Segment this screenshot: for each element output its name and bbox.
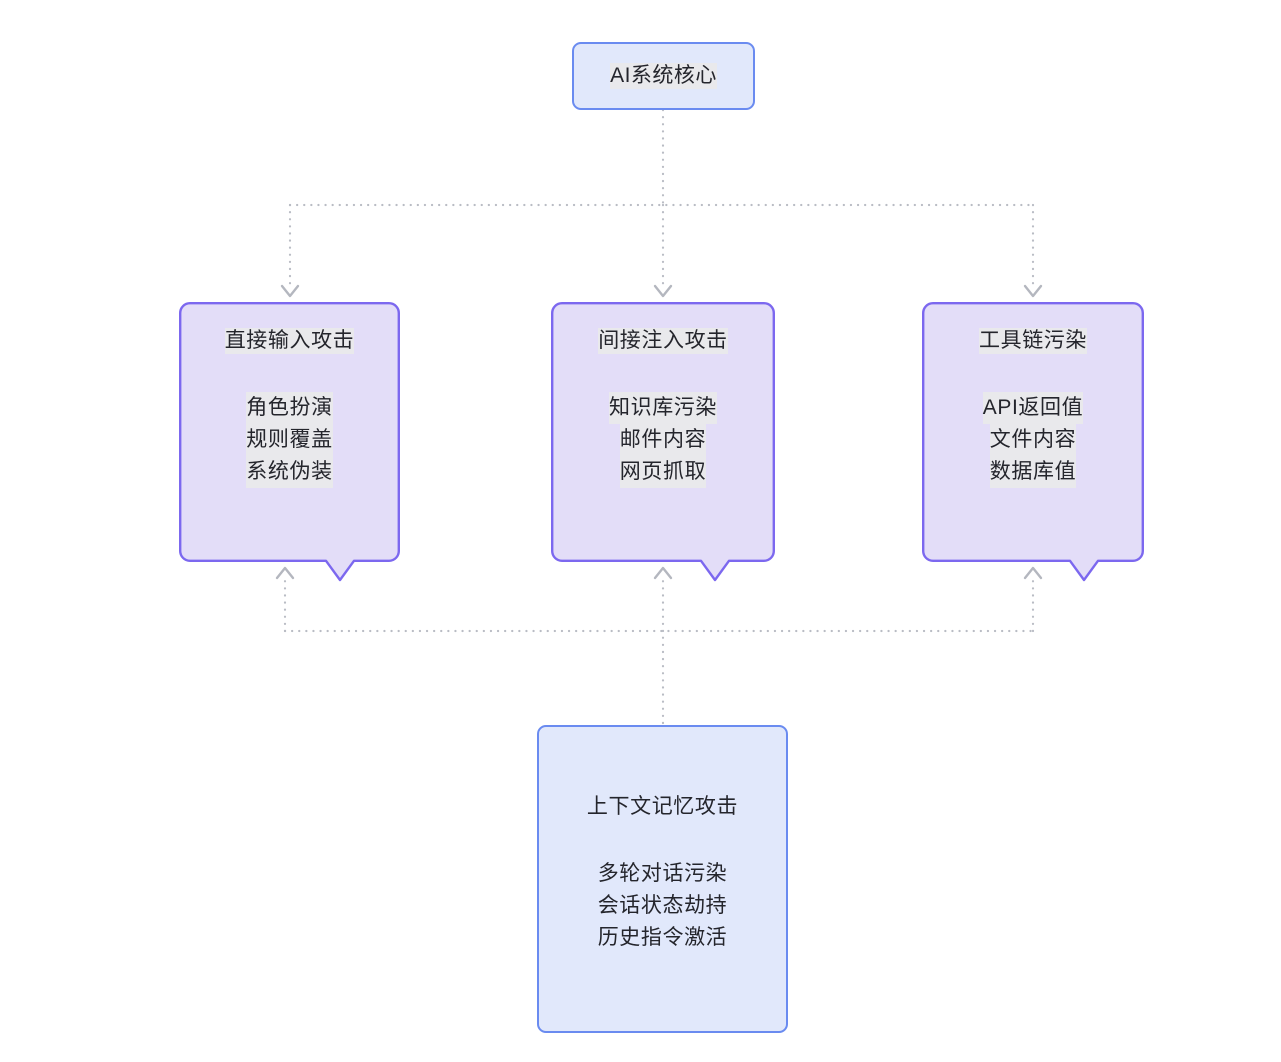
node-indirect-injection-attack[interactable]: 间接注入攻击 知识库污染 邮件内容 网页抓取 — [551, 302, 775, 583]
node-ai-core[interactable]: AI系统核心 — [572, 42, 755, 110]
node-context-memory-attack-items: 多轮对话污染 会话状态劫持 历史指令激活 — [598, 858, 728, 954]
list-item: 会话状态劫持 — [597, 894, 728, 918]
node-direct-input-attack[interactable]: 直接输入攻击 角色扮演 规则覆盖 系统伪装 — [179, 302, 400, 583]
node-toolchain-poisoning-title: 工具链污染 — [979, 328, 1087, 355]
list-item: 文件内容 — [989, 424, 1077, 457]
node-toolchain-poisoning-items: API返回值 文件内容 数据库值 — [982, 392, 1084, 488]
node-context-memory-attack-title: 上下文记忆攻击 — [586, 795, 739, 819]
list-item: 网页抓取 — [619, 456, 707, 488]
node-indirect-injection-attack-items: 知识库污染 邮件内容 网页抓取 — [609, 392, 717, 488]
node-direct-input-attack-items: 角色扮演 规则覆盖 系统伪装 — [246, 392, 333, 488]
node-context-memory-attack[interactable]: 上下文记忆攻击 多轮对话污染 会话状态劫持 历史指令激活 — [537, 725, 788, 1033]
node-indirect-injection-attack-title: 间接注入攻击 — [598, 328, 728, 355]
arrowhead-down-direct — [280, 284, 300, 298]
node-ai-core-title: AI系统核心 — [610, 63, 717, 89]
list-item: 角色扮演 — [246, 392, 333, 425]
list-item: 历史指令激活 — [597, 926, 728, 950]
list-item: 多轮对话污染 — [597, 862, 728, 886]
node-direct-input-attack-title: 直接输入攻击 — [224, 328, 355, 355]
list-item: 数据库值 — [989, 456, 1077, 488]
arrowhead-down-toolchain — [1023, 284, 1043, 298]
arrowhead-down-indirect — [653, 284, 673, 298]
list-item: API返回值 — [982, 392, 1084, 425]
list-item: 知识库污染 — [609, 392, 717, 425]
list-item: 规则覆盖 — [246, 424, 333, 457]
node-toolchain-poisoning[interactable]: 工具链污染 API返回值 文件内容 数据库值 — [922, 302, 1144, 583]
list-item: 系统伪装 — [246, 456, 333, 488]
list-item: 邮件内容 — [619, 424, 707, 457]
